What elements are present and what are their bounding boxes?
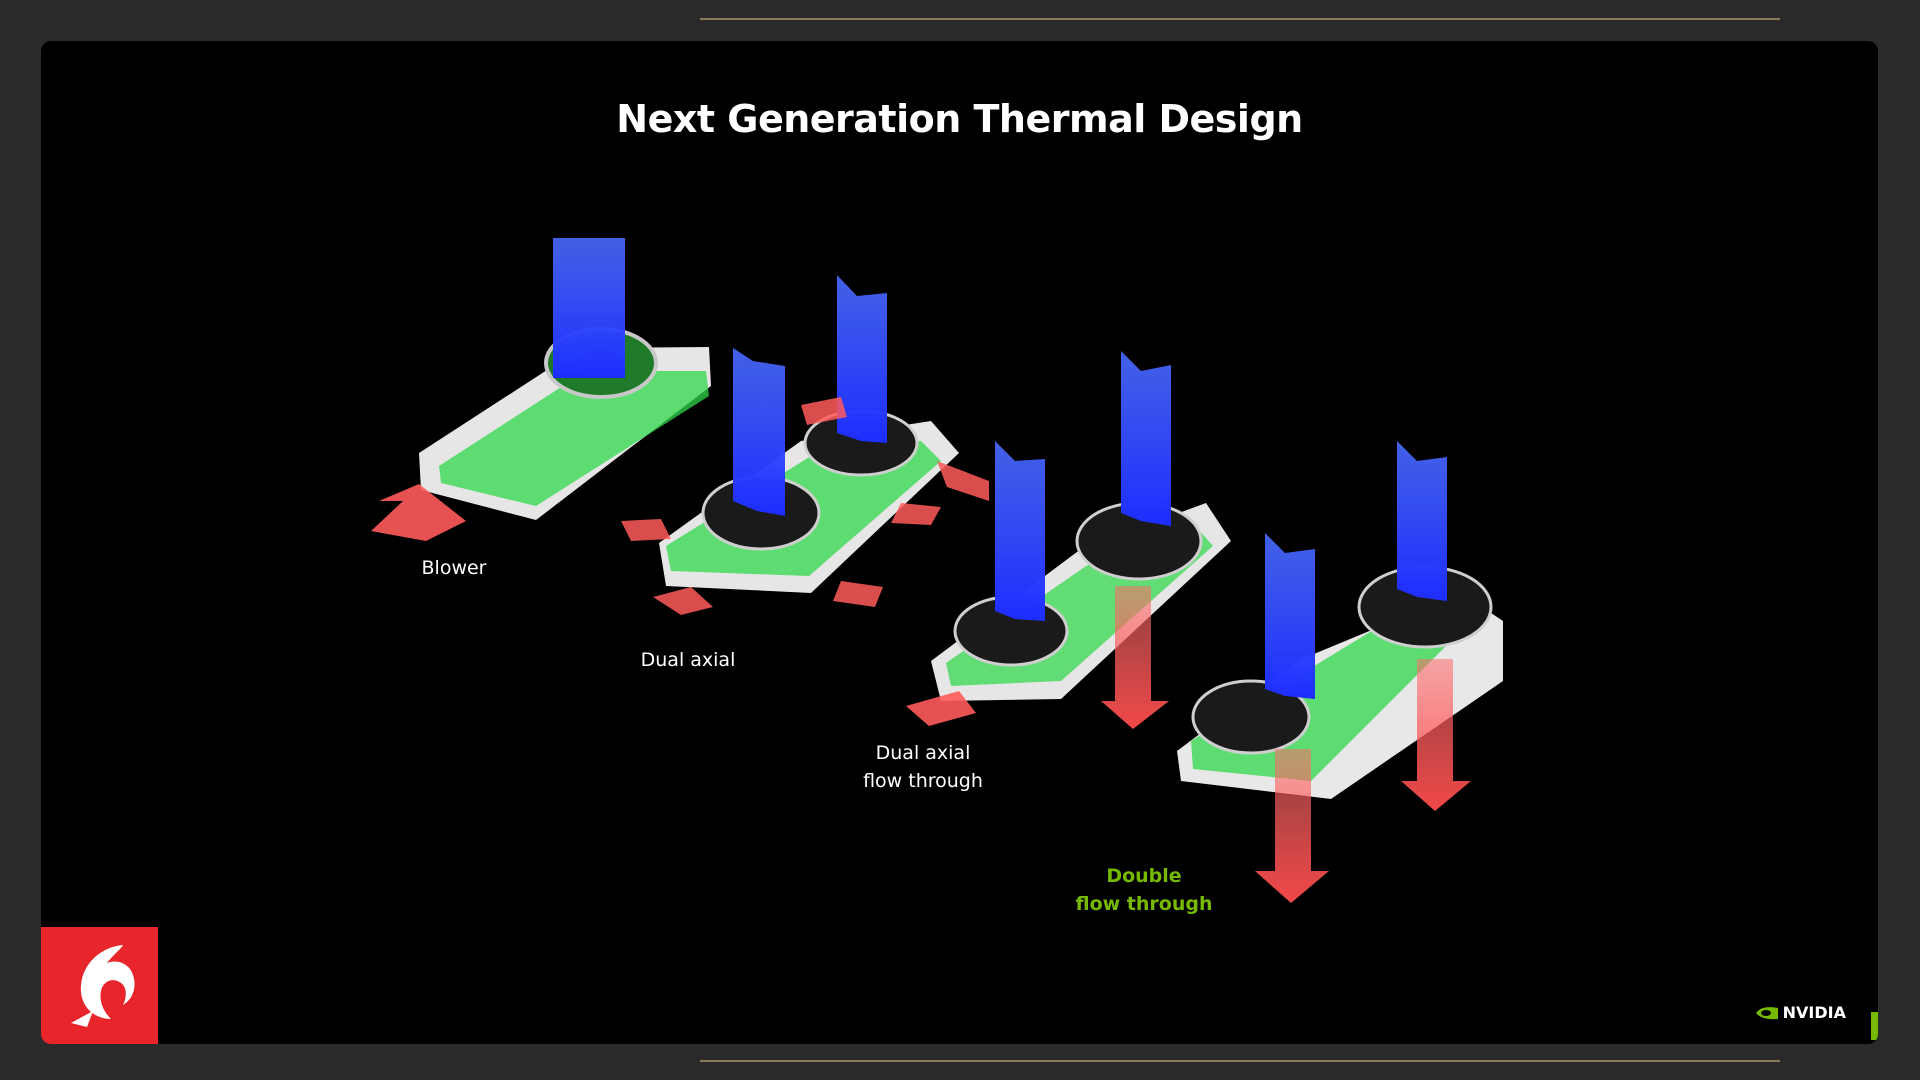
card-dual-axial [621, 275, 989, 615]
label-dual-axial: Dual axial [640, 649, 736, 671]
thermal-diagram [371, 238, 1503, 903]
label-line: flow through [863, 770, 983, 792]
card-blower [371, 238, 711, 541]
label-line: flow through [1075, 893, 1213, 915]
slide-title: Next Generation Thermal Design [616, 97, 1303, 141]
card-double-flow-through [1177, 441, 1503, 903]
label-dual-axial-flow-through: Dual axial flow through [838, 739, 1008, 795]
dragon-logo-icon [71, 945, 135, 1027]
label-blower: Blower [421, 557, 487, 579]
label-line: Double [1106, 865, 1182, 887]
frame-bottom-line [700, 1060, 1780, 1062]
nvidia-wordmark: NVIDIA [1782, 1003, 1846, 1022]
nvidia-brand: NVIDIA [1755, 1003, 1846, 1022]
label-double-flow-through: Double flow through [1059, 862, 1229, 918]
label-line: Dual axial [875, 742, 971, 764]
nvidia-eye-icon [1755, 1006, 1778, 1019]
accent-bar [1871, 1012, 1878, 1040]
frame-top-line [700, 18, 1780, 20]
site-logo [41, 927, 158, 1044]
slide: Next Generation Thermal Design [41, 41, 1878, 1044]
card-dual-axial-flow-through [906, 351, 1231, 729]
